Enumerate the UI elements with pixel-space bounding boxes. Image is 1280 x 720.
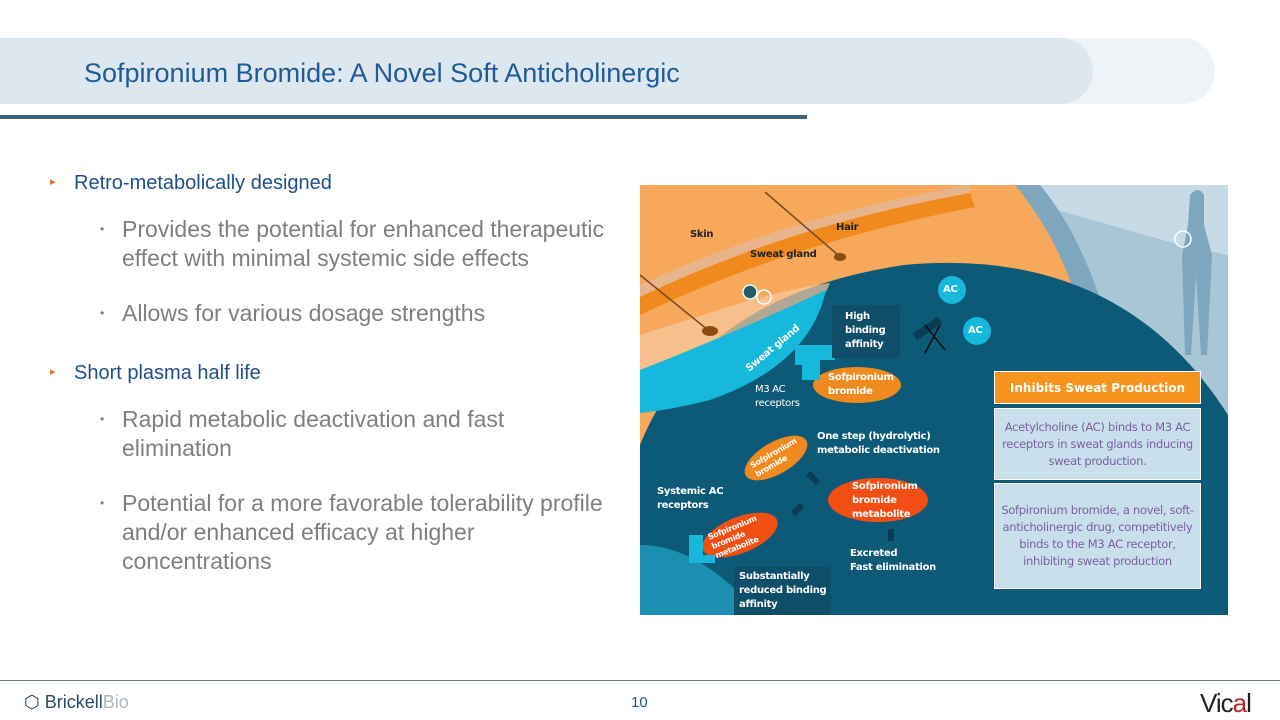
label-m3-receptors: M3 AC receptors (755, 384, 800, 409)
sub-bullet: Provides the potential for enhanced ther… (50, 215, 620, 273)
label-fast-elimination: Fast elimination (850, 562, 936, 573)
vical-logo: Vical (1200, 688, 1252, 718)
label-reduced-binding: Substantially reduced binding affinity (739, 571, 827, 610)
ac-bubble: AC (968, 325, 983, 336)
footer-divider (0, 680, 1280, 681)
hexagon-icon: ⬡ (24, 692, 45, 712)
title-divider (0, 115, 807, 119)
label-skin: Skin (690, 229, 714, 240)
sub-bullet: Allows for various dosage strengths (50, 299, 620, 328)
brickellbio-logo: ⬡ BrickellBio (24, 692, 129, 712)
label-systemic: Systemic AC receptors (657, 486, 724, 511)
page-title: Sofpironium Bromide: A Novel Soft Antich… (84, 58, 680, 88)
label-sweat-gland-top: Sweat gland (750, 249, 817, 260)
sub-bullet: Rapid metabolic deactivation and fast el… (50, 405, 620, 463)
sub-bullet: Potential for a more favorable tolerabil… (50, 489, 620, 576)
label-high-binding: High binding affinity (845, 311, 886, 350)
label-one-step: One step (hydrolytic) metabolic deactiva… (817, 431, 940, 456)
bullet-retro: Retro-metabolically designed (50, 172, 620, 195)
mechanism-diagram: Skin Hair Sweat gland AC AC High binding… (640, 185, 1228, 615)
ac-bubble: AC (943, 284, 958, 295)
info-box-sofpironium: Sofpironium bromide, a novel, soft-antic… (994, 483, 1201, 589)
bullet-half-life: Short plasma half life (50, 362, 620, 385)
header-band-inner (0, 38, 1093, 104)
label-metabolite: Sofpironium bromide metabolite (852, 481, 918, 520)
inhibits-heading: Inhibits Sweat Production (994, 371, 1201, 404)
label-sofpironium: Sofpironium bromide (828, 372, 894, 397)
label-hair: Hair (836, 222, 859, 233)
bullet-list: Retro-metabolically designed Provides th… (50, 172, 620, 602)
label-excreted: Excreted (850, 548, 898, 559)
page-number: 10 (631, 694, 648, 711)
info-box-acetylcholine: Acetylcholine (AC) binds to M3 AC recept… (994, 408, 1201, 480)
